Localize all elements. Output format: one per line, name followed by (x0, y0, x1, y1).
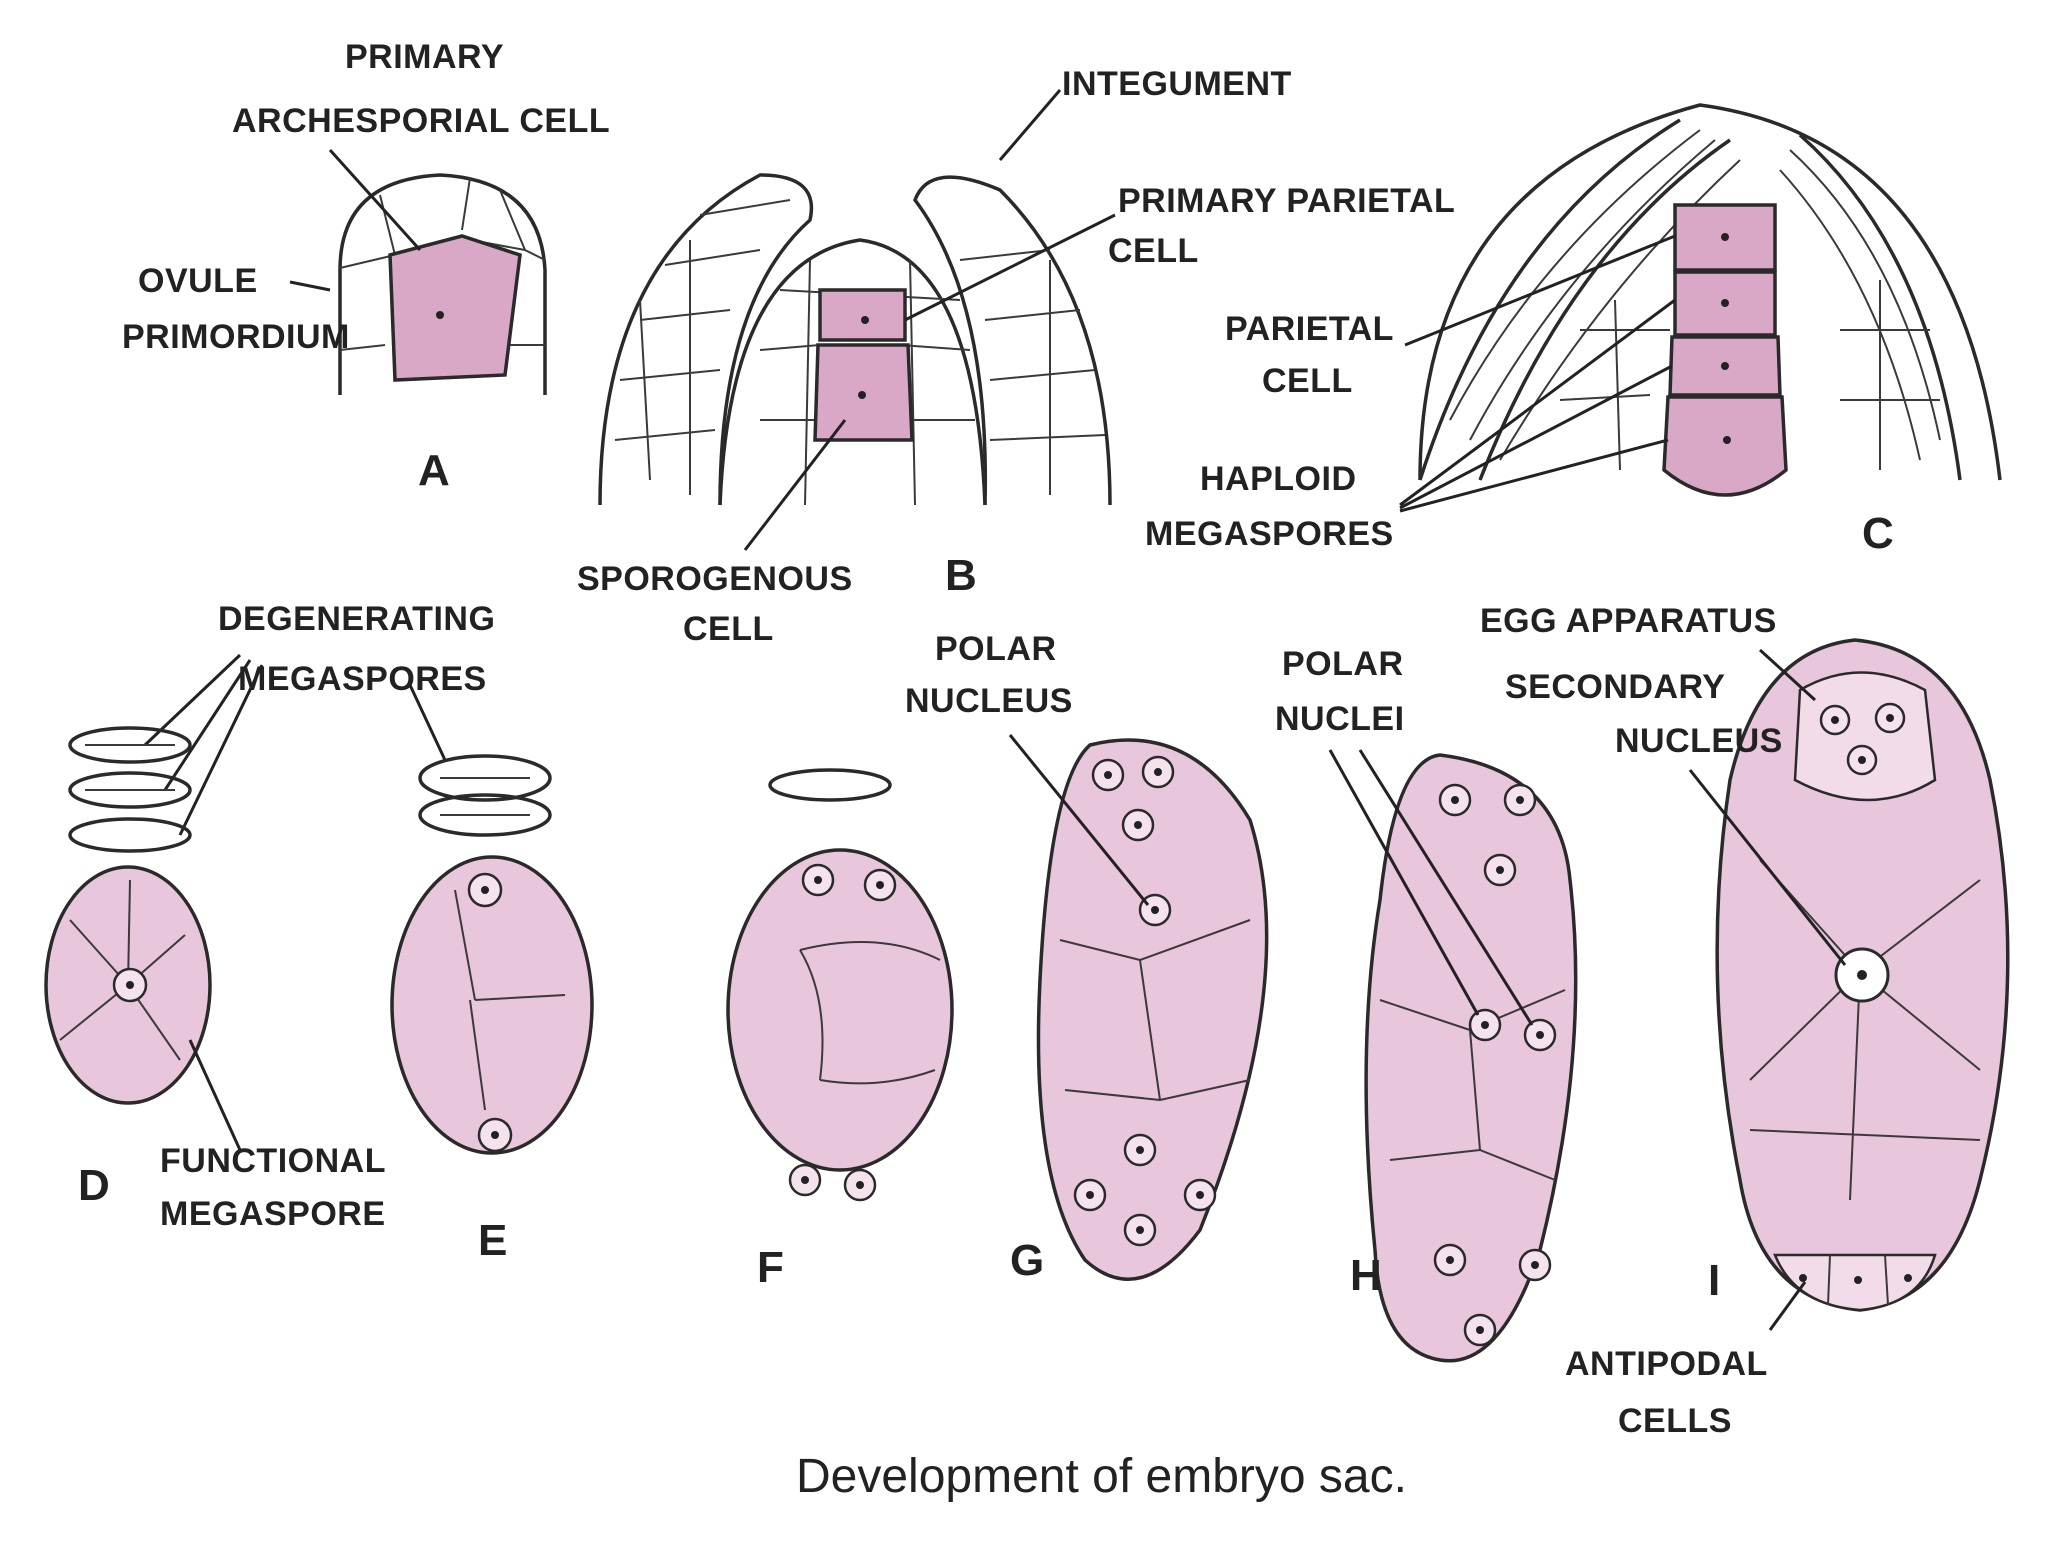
pointer-haploid-megaspores (1399, 298, 1676, 513)
panel-d-functional-megaspore (44, 726, 212, 1105)
label-ovule-2: PRIMORDIUM (122, 318, 350, 356)
label-haploid-2: MEGASPORES (1145, 515, 1394, 553)
label-polar-nucleus-2: NUCLEUS (905, 682, 1073, 720)
label-integument: INTEGUMENT (1062, 65, 1292, 103)
label-polar-nucleus-1: POLAR (935, 630, 1057, 668)
panel-i-mature-embryo-sac (1715, 638, 2010, 1312)
figure-caption: Development of embryo sac. (796, 1450, 1407, 1503)
panel-label-b: B (945, 551, 977, 600)
panel-b-nucellus (598, 173, 1112, 506)
panel-label-g: G (1010, 1236, 1044, 1285)
label-egg-apparatus: EGG APPARATUS (1480, 602, 1777, 640)
label-secondary-nucleus-1: SECONDARY (1505, 668, 1726, 706)
panel-f-four-nucleate (726, 768, 954, 1202)
pointer-antipodal-cells (1768, 1281, 1807, 1331)
label-degenerating-2: MEGASPORES (238, 660, 487, 698)
panel-h-polar-nuclei (1364, 753, 1578, 1363)
pointer-degenerating-megaspores (143, 653, 447, 836)
pointer-secondary-nucleus (1688, 769, 1847, 966)
label-functional-2: MEGASPORE (160, 1195, 386, 1233)
pointer-primary-parietal (904, 213, 1116, 322)
panel-c-megaspore-tetrad (1418, 103, 2002, 497)
panel-label-d: D (78, 1161, 110, 1210)
label-haploid-1: HAPLOID (1200, 460, 1357, 498)
pointer-functional-megaspore (188, 1039, 242, 1151)
label-antipodal-1: ANTIPODAL (1565, 1345, 1768, 1383)
label-polar-nuclei-1: POLAR (1282, 645, 1404, 683)
panel-a-ovule-primordium (338, 173, 547, 395)
pointer-polar-nuclei (1328, 749, 1534, 1026)
pointer-integument (998, 89, 1062, 161)
label-primary-archesporial-2: ARCHESPORIAL CELL (232, 102, 610, 140)
label-polar-nuclei-2: NUCLEI (1275, 700, 1405, 738)
label-secondary-nucleus-2: NUCLEUS (1615, 722, 1783, 760)
label-primary-parietal-1: PRIMARY PARIETAL (1118, 182, 1455, 220)
label-antipodal-2: CELLS (1618, 1402, 1732, 1440)
panel-label-i: I (1708, 1256, 1720, 1305)
label-functional-1: FUNCTIONAL (160, 1142, 386, 1180)
panel-label-e: E (478, 1216, 507, 1265)
label-primary-archesporial-1: PRIMARY (345, 38, 504, 76)
panel-label-f: F (757, 1243, 784, 1292)
pointer-egg-apparatus (1758, 648, 1817, 702)
label-degenerating-1: DEGENERATING (218, 600, 495, 638)
panel-label-c: C (1862, 509, 1894, 558)
pointer-parietal (1404, 234, 1676, 347)
panel-label-a: A (418, 446, 450, 495)
pointer-ovule-primordium (289, 280, 331, 292)
label-parietal-1: PARIETAL (1225, 310, 1394, 348)
label-sporogenous-1: SPOROGENOUS (577, 560, 853, 598)
label-ovule-1: OVULE (138, 262, 258, 300)
panel-g-eight-nucleate (1036, 738, 1269, 1281)
pointer-sporogenous (743, 419, 847, 551)
panel-e-two-nucleate (390, 754, 594, 1155)
panel-label-h: H (1350, 1251, 1382, 1300)
pointer-polar-nucleus (1008, 734, 1150, 906)
pointer-primary-archesporial (328, 148, 422, 252)
label-sporogenous-2: CELL (683, 610, 774, 648)
label-parietal-2: CELL (1262, 362, 1353, 400)
label-primary-parietal-2: CELL (1108, 232, 1199, 270)
